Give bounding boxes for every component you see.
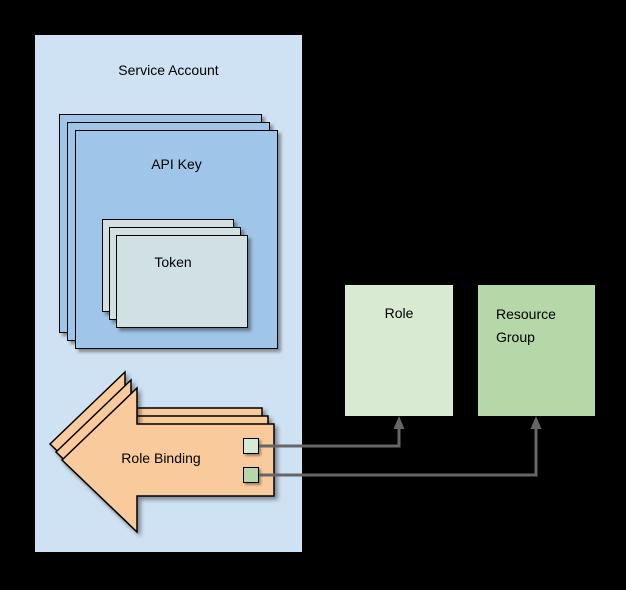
- resource-group-label: Resource Group: [496, 306, 556, 345]
- resource-group-port-square: [243, 467, 259, 483]
- role-box: [345, 285, 453, 416]
- token-label: Token: [154, 254, 192, 270]
- role-port-square: [243, 438, 259, 454]
- role-label: Role: [384, 305, 414, 321]
- token-box: [116, 235, 248, 328]
- resource-group-box: [478, 285, 595, 416]
- api-key-label: API Key: [151, 156, 202, 172]
- role-binding-label: Role Binding: [121, 450, 201, 466]
- connector-resource-group-arrowhead-icon: [530, 416, 542, 429]
- service-account-label: Service Account: [118, 62, 219, 78]
- connector-role-arrowhead-icon: [393, 416, 405, 429]
